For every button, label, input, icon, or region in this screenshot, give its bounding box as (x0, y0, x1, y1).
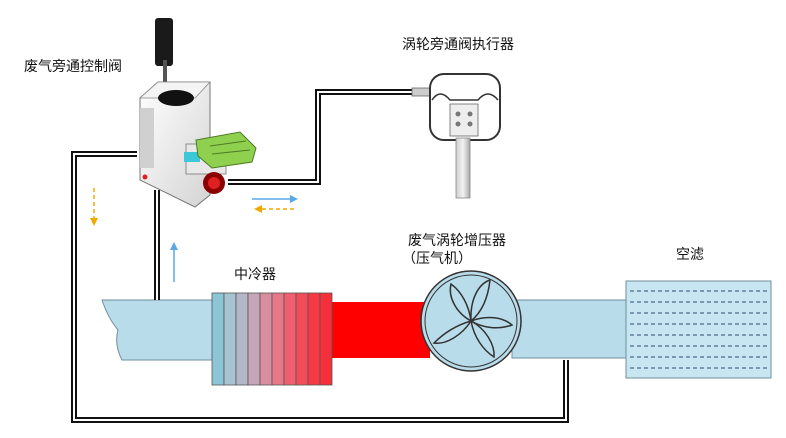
turbocharger-compressor (420, 270, 522, 372)
wastegate-control-valve (138, 18, 227, 208)
intercooler-fin (235, 292, 249, 386)
flow-arrow-blue-right (252, 195, 298, 203)
label-turbocharger: 废气涡轮增压器 (408, 233, 506, 249)
label-air-filter: 空滤 (676, 247, 704, 263)
intercooler-fin (259, 292, 273, 386)
green-connector (195, 131, 257, 169)
intercooler-fin (247, 292, 261, 386)
flow-arrow-orange-left (254, 205, 296, 213)
compressor-inlet-duct (511, 299, 629, 359)
intercooler-fin (283, 292, 297, 386)
intercooler-fin (211, 292, 225, 386)
intercooler (211, 292, 333, 386)
intercooler-fin (223, 292, 237, 386)
air-filter (625, 280, 772, 379)
flow-arrow-blue-up (170, 242, 178, 282)
flow-arrow-orange-down (90, 188, 98, 226)
hose-to-actuator (228, 89, 412, 185)
intercooler-fin (307, 292, 321, 386)
label-wastegate-control-valve: 废气旁通控制阀 (24, 59, 122, 75)
intake-duct-left (101, 299, 215, 361)
intercooler-fin (271, 292, 285, 386)
label-intercooler: 中冷器 (234, 267, 276, 283)
intercooler-fin (319, 292, 333, 386)
intercooler-fin (295, 292, 309, 386)
hose-loop (71, 151, 569, 423)
turbo-bypass-actuator (411, 73, 501, 199)
label-turbo-bypass-actuator: 涡轮旁通阀执行器 (402, 37, 514, 53)
hot-duct (330, 302, 430, 358)
label-compressor-note: （压气机） (402, 251, 472, 267)
